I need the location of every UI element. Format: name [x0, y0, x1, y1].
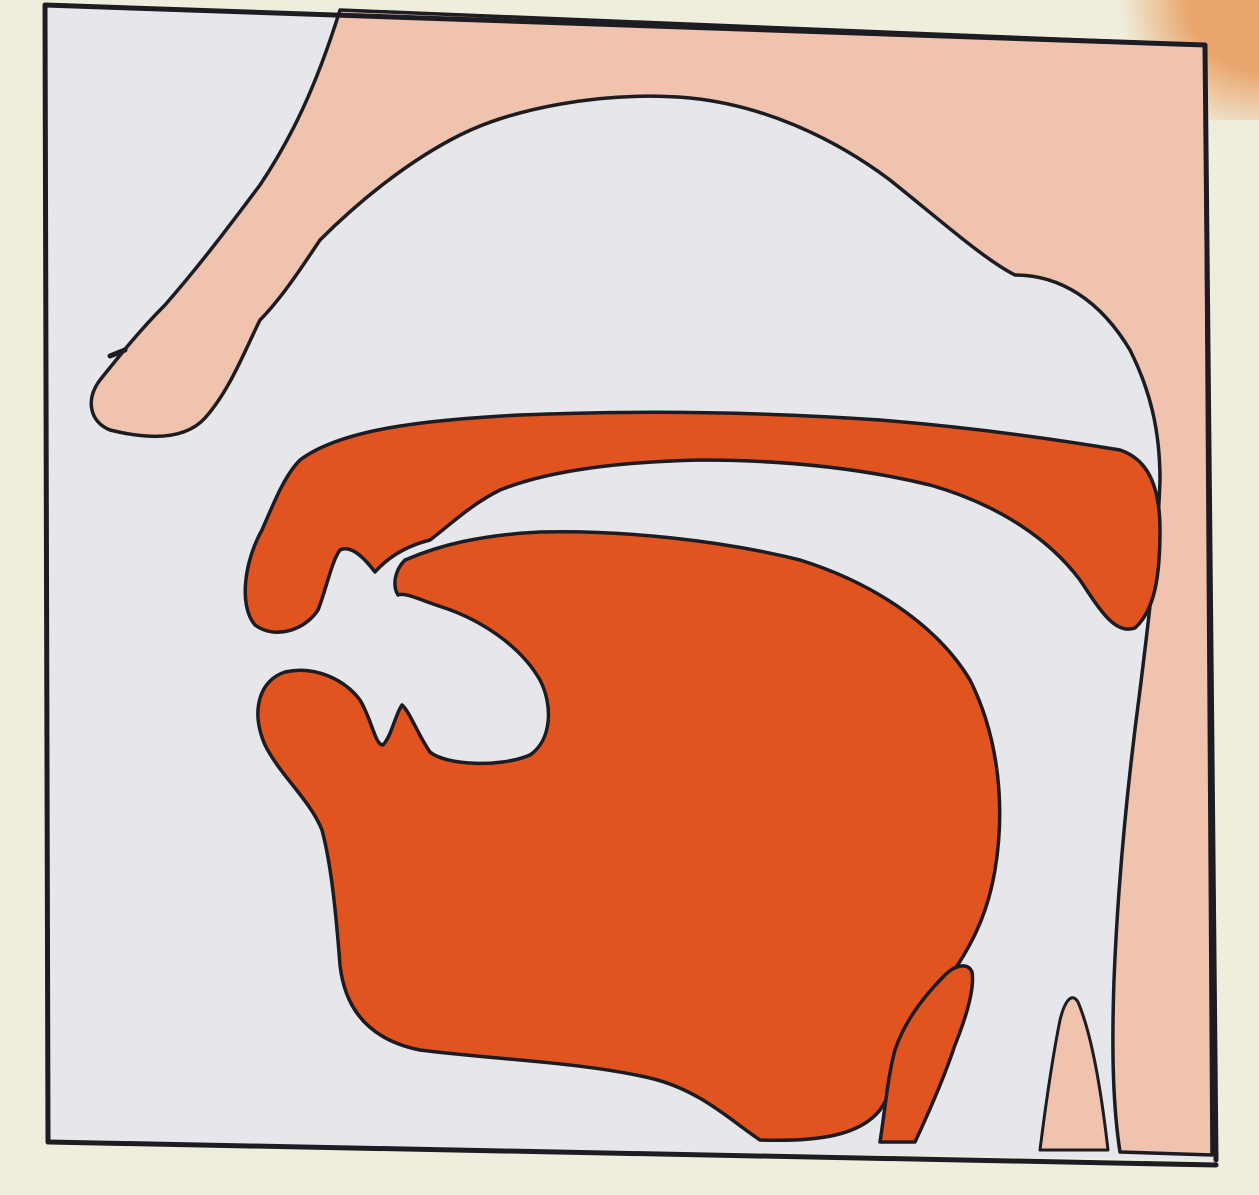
page	[0, 0, 1259, 1195]
vocal-tract-diagram	[0, 0, 1259, 1195]
